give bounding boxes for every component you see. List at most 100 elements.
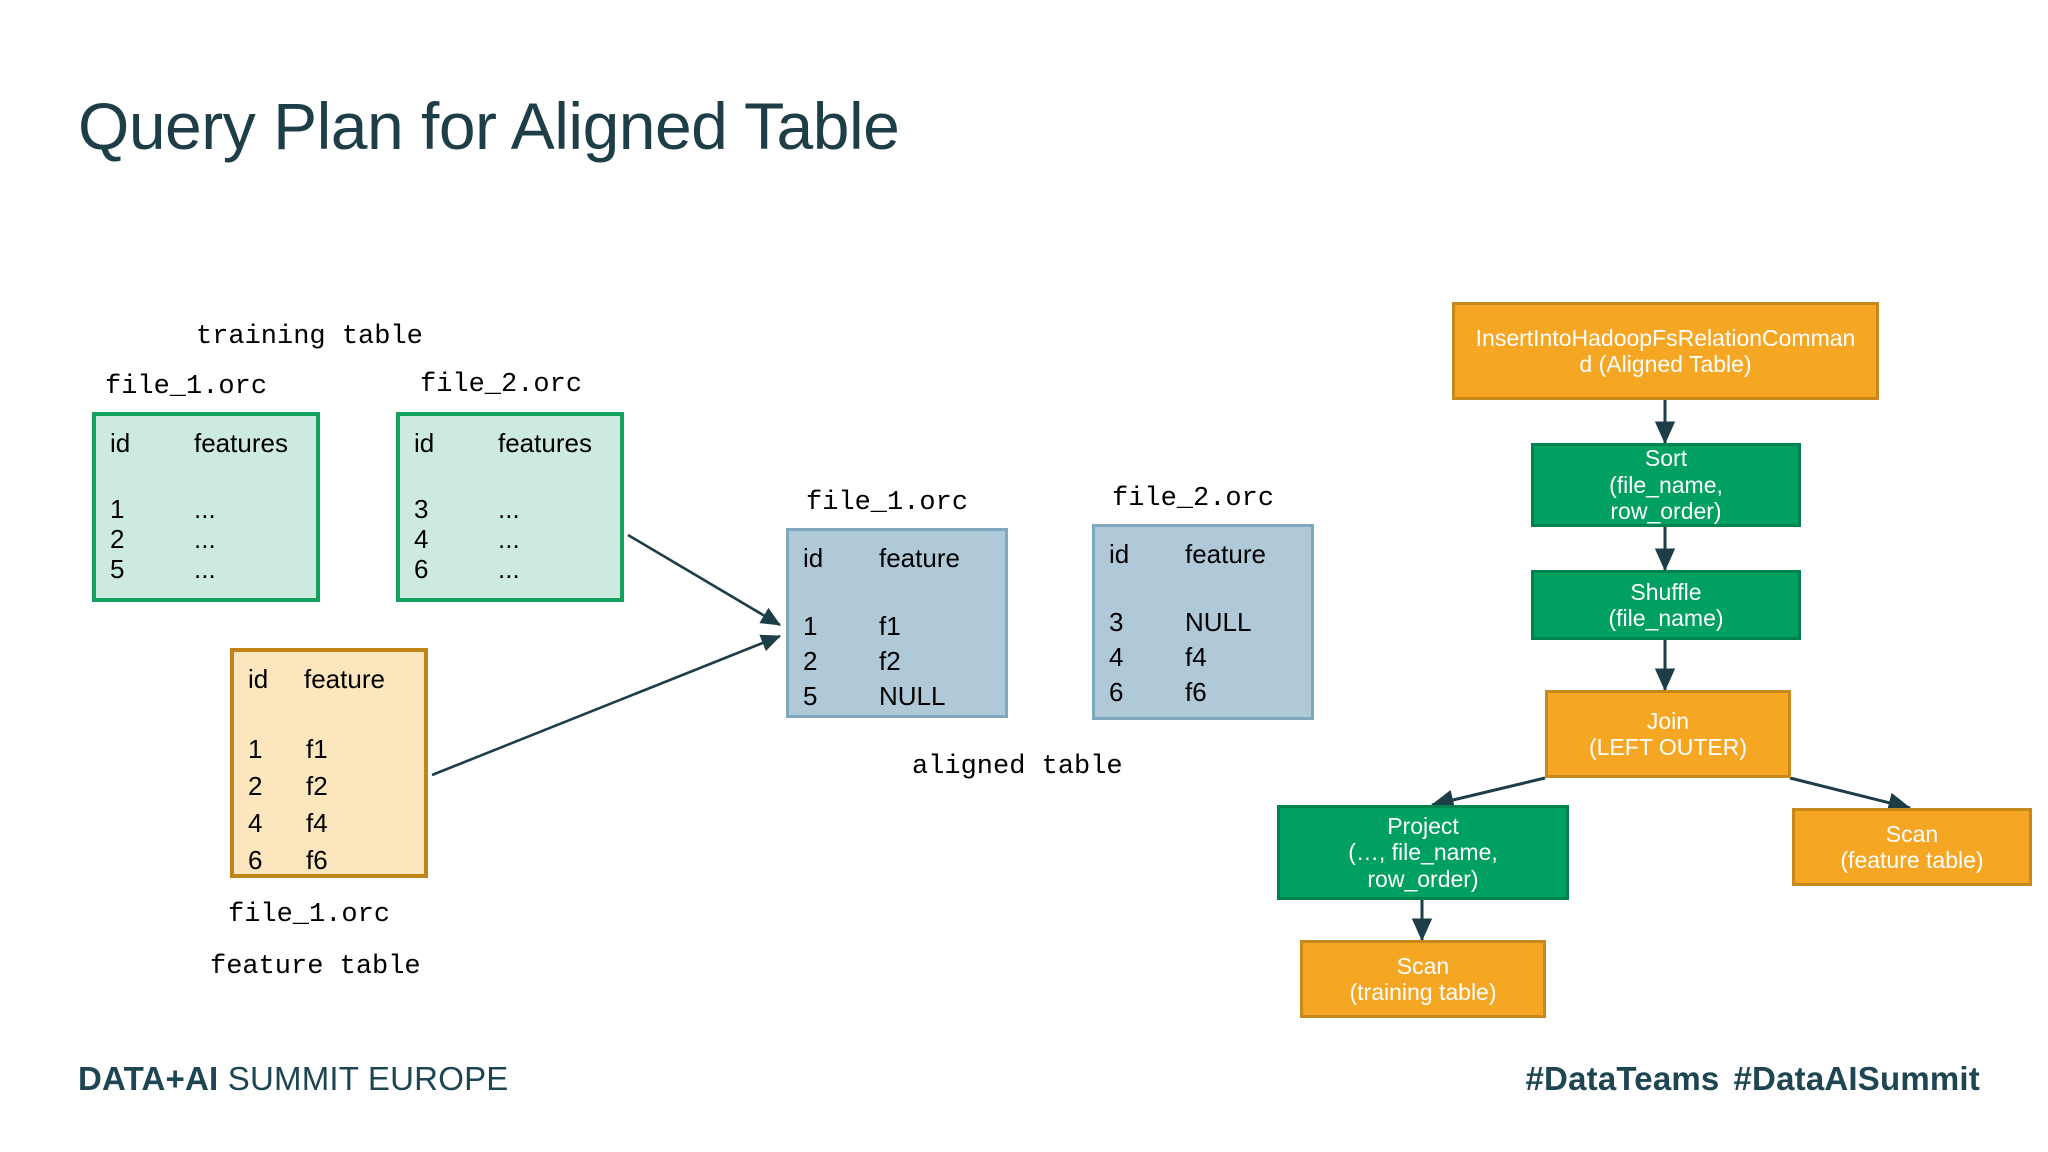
plan-node-line: (feature table)	[1840, 847, 1984, 873]
cell-id: 3	[414, 494, 429, 524]
cell-id: 6	[414, 554, 429, 584]
plan-node-line: (file_name)	[1608, 605, 1724, 631]
training-table-file-1: id features 1 ... 2 ... 5 ...	[92, 412, 320, 602]
table-row: 4 ...	[400, 524, 620, 554]
aligned-file-2-label: file_2.orc	[1112, 484, 1275, 514]
arrow-join-to-scan-feature	[1789, 776, 1912, 813]
aligned-table-file-2: id feature 3 NULL 4 f4 6 f6	[1092, 524, 1314, 720]
page-title: Query Plan for Aligned Table	[78, 89, 900, 163]
plan-node-line: Shuffle	[1630, 578, 1702, 605]
plan-node-scan-training-table[interactable]: Scan (training table)	[1300, 940, 1546, 1018]
cell-id: 2	[110, 524, 125, 554]
aligned-file-1-label: file_1.orc	[806, 488, 969, 518]
feature-table-file-label: file_1.orc	[228, 900, 391, 930]
cell-value: ...	[498, 494, 520, 524]
cell-id: 1	[803, 611, 818, 641]
plan-node-line: Scan	[1396, 952, 1450, 979]
cell-id: 5	[803, 681, 818, 711]
plan-node-line: d (Aligned Table)	[1579, 351, 1752, 377]
table-row: 2 f2	[234, 771, 424, 808]
arrow-training-to-aligned	[627, 533, 781, 627]
training-file-2-label: file_2.orc	[420, 370, 583, 400]
table-row: 4 f4	[234, 808, 424, 845]
plan-node-join[interactable]: Join (LEFT OUTER)	[1545, 690, 1791, 778]
cell-id: 6	[1109, 677, 1124, 707]
table-row: 5 NULL	[789, 681, 1005, 716]
column-header-id: id	[1109, 539, 1130, 569]
plan-node-line: (training table)	[1349, 979, 1497, 1005]
plan-node-shuffle[interactable]: Shuffle (file_name)	[1531, 570, 1801, 640]
footer-brand-rest: SUMMIT EUROPE	[218, 1060, 509, 1097]
table-row: 4 f4	[1095, 642, 1311, 677]
footer-hashtags: #DataTeams #DataAISummit	[1526, 1060, 1981, 1098]
arrow-join-to-project	[1430, 776, 1546, 810]
cell-value: f4	[306, 808, 328, 838]
table-row: 2 f2	[789, 646, 1005, 681]
aligned-table-file-1: id feature 1 f1 2 f2 5 NULL	[786, 528, 1008, 718]
plan-node-line: Project	[1387, 812, 1459, 839]
cell-id: 1	[248, 734, 263, 764]
cell-value: ...	[498, 524, 520, 554]
footer-brand: DATA+AI SUMMIT EUROPE	[78, 1060, 509, 1098]
column-header-features: features	[498, 428, 592, 458]
table-row: 6 f6	[1095, 677, 1311, 712]
plan-node-line: row_order)	[1367, 865, 1479, 892]
plan-node-project[interactable]: Project (…, file_name, row_order)	[1277, 805, 1569, 900]
plan-node-scan-feature-table[interactable]: Scan (feature table)	[1792, 808, 2032, 886]
plan-node-line: Scan	[1885, 820, 1939, 847]
plan-node-insert-into-hadoop-fs-relation-command[interactable]: InsertIntoHadoopFsRelationComman d (Alig…	[1452, 302, 1879, 400]
cell-value: ...	[194, 554, 216, 584]
cell-id: 4	[1109, 642, 1124, 672]
cell-value: f6	[1185, 677, 1207, 707]
plan-node-line: row_order)	[1610, 498, 1722, 525]
footer-hashtag-1: #DataTeams	[1525, 1060, 1720, 1097]
table-row: 3 ...	[400, 494, 620, 524]
cell-value: f6	[306, 845, 328, 875]
cell-id: 6	[248, 845, 263, 875]
cell-value: f2	[306, 771, 328, 801]
column-header-features: features	[194, 428, 288, 458]
table-row: 1 f1	[234, 734, 424, 771]
table-row: 1 f1	[789, 611, 1005, 646]
footer-hashtag-2: #DataAISummit	[1733, 1060, 1980, 1097]
column-header-id: id	[248, 664, 269, 694]
column-header-feature: feature	[879, 543, 960, 573]
table-row: 6 ...	[400, 554, 620, 584]
column-header-feature: feature	[304, 664, 385, 694]
training-table-caption: training table	[196, 322, 423, 352]
feature-table: id feature 1 f1 2 f2 4 f4 6 f6	[230, 648, 428, 878]
feature-table-caption: feature table	[210, 952, 421, 982]
cell-id: 5	[110, 554, 125, 584]
cell-value: ...	[498, 554, 520, 584]
plan-node-line: InsertIntoHadoopFsRelationComman	[1475, 324, 1856, 351]
table-row: 6 f6	[234, 845, 424, 882]
plan-node-line: Join	[1646, 707, 1690, 734]
cell-value: ...	[194, 524, 216, 554]
cell-id: 2	[248, 771, 263, 801]
arrow-feature-to-aligned	[431, 634, 781, 777]
column-header-feature: feature	[1185, 539, 1266, 569]
cell-id: 4	[414, 524, 429, 554]
aligned-table-caption: aligned table	[912, 752, 1123, 782]
table-row: 5 ...	[96, 554, 316, 584]
cell-value: f2	[879, 646, 901, 676]
training-file-1-label: file_1.orc	[105, 372, 268, 402]
table-row: 3 NULL	[1095, 607, 1311, 642]
plan-node-sort[interactable]: Sort (file_name, row_order)	[1531, 443, 1801, 527]
column-header-id: id	[803, 543, 824, 573]
plan-node-line: (…, file_name,	[1348, 839, 1498, 866]
cell-value: NULL	[1185, 607, 1252, 637]
plan-node-line: (LEFT OUTER)	[1588, 734, 1748, 760]
cell-id: 1	[110, 494, 125, 524]
table-row: 2 ...	[96, 524, 316, 554]
plan-node-line: (file_name,	[1609, 471, 1723, 498]
cell-value: ...	[194, 494, 216, 524]
cell-id: 4	[248, 808, 263, 838]
column-header-id: id	[414, 428, 435, 458]
cell-id: 3	[1109, 607, 1124, 637]
footer-brand-bold: DATA+AI	[78, 1060, 219, 1097]
cell-value: f1	[306, 734, 328, 764]
training-table-file-2: id features 3 ... 4 ... 6 ...	[396, 412, 624, 602]
cell-value: f1	[879, 611, 901, 641]
column-header-id: id	[110, 428, 131, 458]
